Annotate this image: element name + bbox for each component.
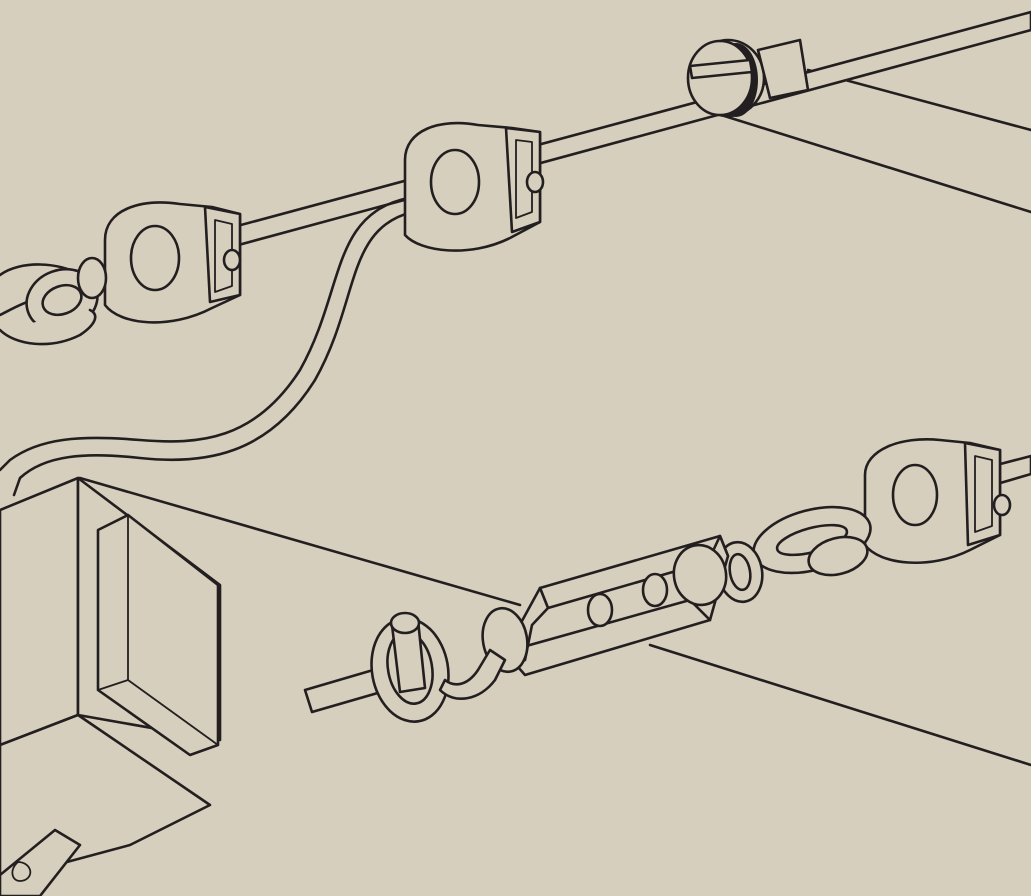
eye-hook-icon	[303, 611, 507, 723]
support-rod-upper	[213, 10, 1031, 252]
cable-clip-icon	[403, 121, 545, 252]
cable-clip-icon	[103, 201, 242, 324]
chain-link-icon	[716, 505, 872, 604]
cable-clip-icon	[863, 438, 1012, 565]
junction-box-icon	[0, 476, 222, 896]
slotted-screw-icon	[686, 38, 810, 118]
chain-link-icon	[0, 256, 108, 346]
electrical-cable	[0, 196, 414, 497]
turnbuckle-icon	[481, 534, 730, 677]
